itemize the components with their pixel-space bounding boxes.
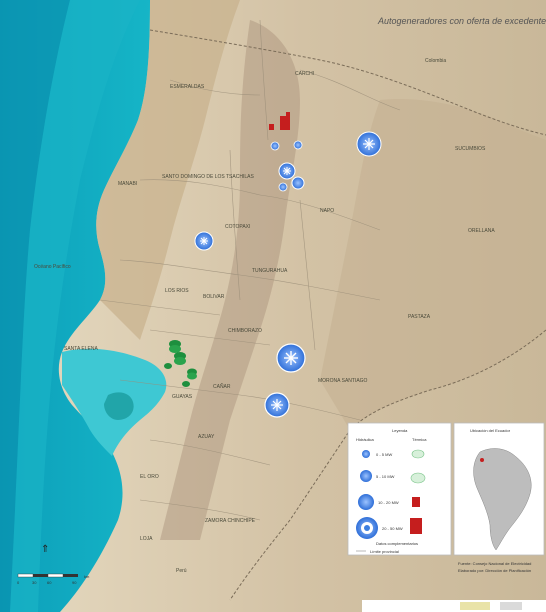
scale-tick-2: 60: [47, 580, 52, 585]
label-los-rios: LOS RIOS: [165, 288, 189, 294]
legend-range-1: 0 - 5 MW: [376, 452, 392, 457]
scale-unit: km: [84, 574, 90, 579]
ocean-mid-band: [10, 0, 140, 612]
inset-note: Fuente: Consejo Nacional de Electricidad: [458, 561, 531, 566]
hydro-marker: [278, 162, 296, 180]
legend-thermal-4: [410, 518, 422, 534]
andes-relief: [160, 20, 300, 540]
north-arrow-icon: ⇑: [41, 544, 49, 555]
label-esmeraldas: ESMERALDAS: [170, 84, 205, 90]
label-azuay: AZUAY: [198, 434, 215, 440]
label-guayas: GUAYAS: [172, 394, 193, 400]
inset-title: Ubicación del Ecuador: [470, 428, 511, 433]
hydro-marker-small: [278, 182, 288, 192]
label-santa-elena: SANTA ELENA: [64, 346, 98, 352]
hydro-marker: [194, 231, 214, 251]
label-canar: CAÑAR: [213, 383, 231, 390]
label-colombia: Colombia: [425, 58, 446, 64]
label-morona: MORONA SANTIAGO: [318, 378, 368, 384]
label-napo: NAPO: [320, 208, 334, 214]
label-sucumbios: SUCUMBIOS: [455, 146, 486, 152]
thermal-marker-small: [269, 124, 274, 130]
hydro-marker-large: [276, 343, 306, 373]
legend-col-hidro: Hidráulica: [356, 437, 375, 442]
hydro-marker-small: [270, 141, 280, 151]
legend-hydro-1: [362, 450, 370, 458]
label-santo-domingo: SANTO DOMINGO DE LOS TSACHILAS: [162, 174, 254, 180]
legend-limit-label: Límite provincial: [370, 549, 399, 554]
region-labels: ESMERALDAS CARCHI SUCUMBIOS MANABI SANTO…: [34, 58, 495, 574]
legend-col-termo: Térmica: [412, 437, 427, 442]
hydro-marker-large: [356, 131, 382, 157]
legend-hydro-3: [358, 494, 374, 510]
hydro-marker-large: [264, 392, 290, 418]
legend-section-label: Datos complementarios: [376, 541, 418, 546]
hydro-markers: [194, 131, 382, 418]
label-bolivar: BOLIVAR: [203, 294, 225, 300]
biomass-marker: [182, 381, 190, 387]
hydro-marker: [291, 176, 305, 190]
legend-title: Leyenda: [392, 428, 408, 433]
south-america-outline: [473, 448, 532, 551]
label-pastaza: PASTAZA: [408, 314, 431, 320]
map-title: Autogeneradores con oferta de excedentes: [377, 16, 546, 26]
biomass-marker: [169, 340, 181, 353]
legend-hydro-2: [360, 470, 372, 482]
bottom-strip-swatch: [460, 602, 490, 610]
label-loja: LOJA: [140, 536, 153, 542]
thermal-marker: [280, 116, 290, 130]
hydro-marker-small: [293, 140, 303, 150]
coastal-relief: [96, 0, 240, 340]
label-tungurahua: TUNGURAHUA: [252, 268, 288, 274]
biomass-markers: [164, 340, 197, 387]
inset-map: Ubicación del Ecuador Fuente: Consejo Na…: [453, 422, 545, 573]
label-chimborazo: CHIMBORAZO: [228, 328, 262, 334]
ocean-deep-band: [0, 0, 70, 612]
scale-tick-0: 0: [17, 580, 20, 585]
amazon-region: [320, 99, 546, 430]
thermal-markers: [269, 112, 290, 130]
label-orellana: ORELLANA: [468, 228, 495, 234]
puna-island: [104, 392, 134, 420]
label-el-oro: EL ORO: [140, 474, 159, 480]
scale-tick-3: 90: [72, 580, 77, 585]
scale-tick-1: 30: [32, 580, 37, 585]
label-cotopaxi: COTOPAXI: [225, 224, 250, 230]
thermal-marker: [286, 112, 290, 118]
legend-thermal-1: [411, 449, 425, 459]
biomass-marker: [174, 352, 186, 365]
legend-range-2: 5 - 10 MW: [376, 474, 395, 479]
legend-range-4: 20 - 50 MW: [382, 526, 403, 531]
legend-thermal-2: [410, 472, 426, 484]
national-border: [149, 29, 546, 136]
biomass-marker: [187, 368, 197, 380]
scale-bar: ⇑ 0 30 60 90 km: [17, 544, 90, 585]
label-zamora: ZAMORA CHINCHIPE: [205, 518, 256, 524]
bottom-strip-swatch-2: [500, 602, 522, 610]
province-boundaries: [99, 19, 401, 521]
ecuador-location-dot: [480, 458, 484, 462]
legend-range-3: 10 - 20 MW: [378, 500, 399, 505]
biomass-marker: [164, 363, 172, 369]
label-manabi: MANABI: [118, 181, 137, 187]
legend: Leyenda Hidráulica Térmica 0 - 5 MW 5 - …: [347, 422, 452, 556]
inset-note-2: Elaborado por: Dirección de Planificació…: [458, 568, 531, 573]
legend-thermal-3: [412, 497, 420, 507]
label-peru: Perú: [176, 568, 187, 574]
label-oceano: Océano Pacífico: [34, 264, 71, 270]
label-carchi: CARCHI: [295, 71, 314, 77]
